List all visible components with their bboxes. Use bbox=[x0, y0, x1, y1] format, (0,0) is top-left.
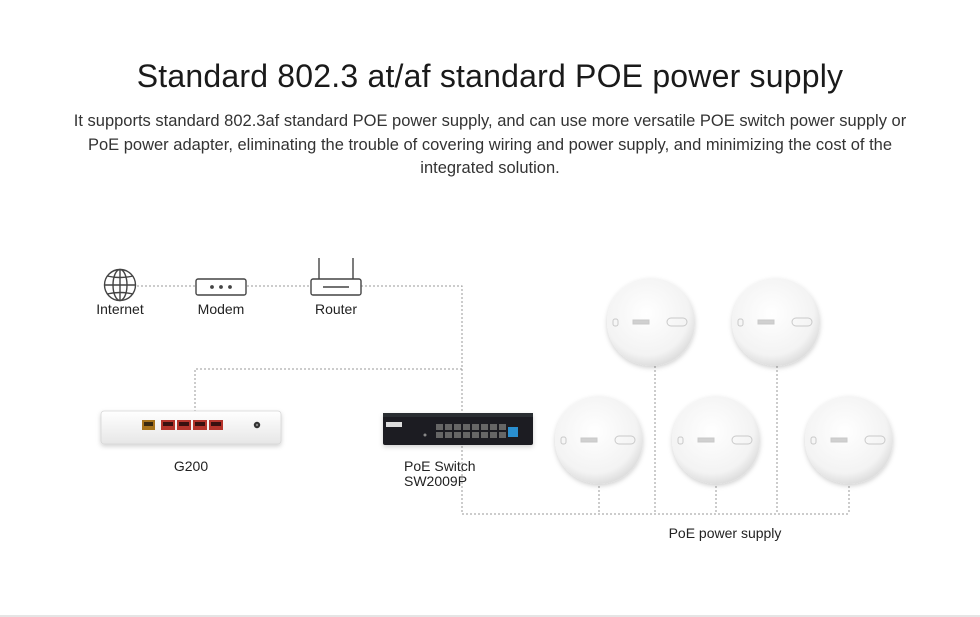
access-point-2 bbox=[732, 278, 820, 366]
access-point-3 bbox=[555, 396, 643, 484]
modem-icon bbox=[196, 279, 246, 295]
access-point-1 bbox=[607, 278, 695, 366]
switch-label: PoE Switch SW2009P bbox=[404, 459, 514, 489]
gateway-label: G200 bbox=[151, 459, 231, 474]
poe-supply-label: PoE power supply bbox=[645, 526, 805, 541]
internet-label: Internet bbox=[80, 302, 160, 317]
modem-label: Modem bbox=[181, 302, 261, 317]
access-point-5 bbox=[805, 396, 893, 484]
router-icon bbox=[311, 258, 361, 295]
switch-label-model: SW2009P bbox=[404, 474, 514, 489]
globe-icon bbox=[105, 270, 136, 301]
switch-label-name: PoE Switch bbox=[404, 459, 514, 474]
router-label: Router bbox=[296, 302, 376, 317]
access-point-4 bbox=[672, 396, 760, 484]
